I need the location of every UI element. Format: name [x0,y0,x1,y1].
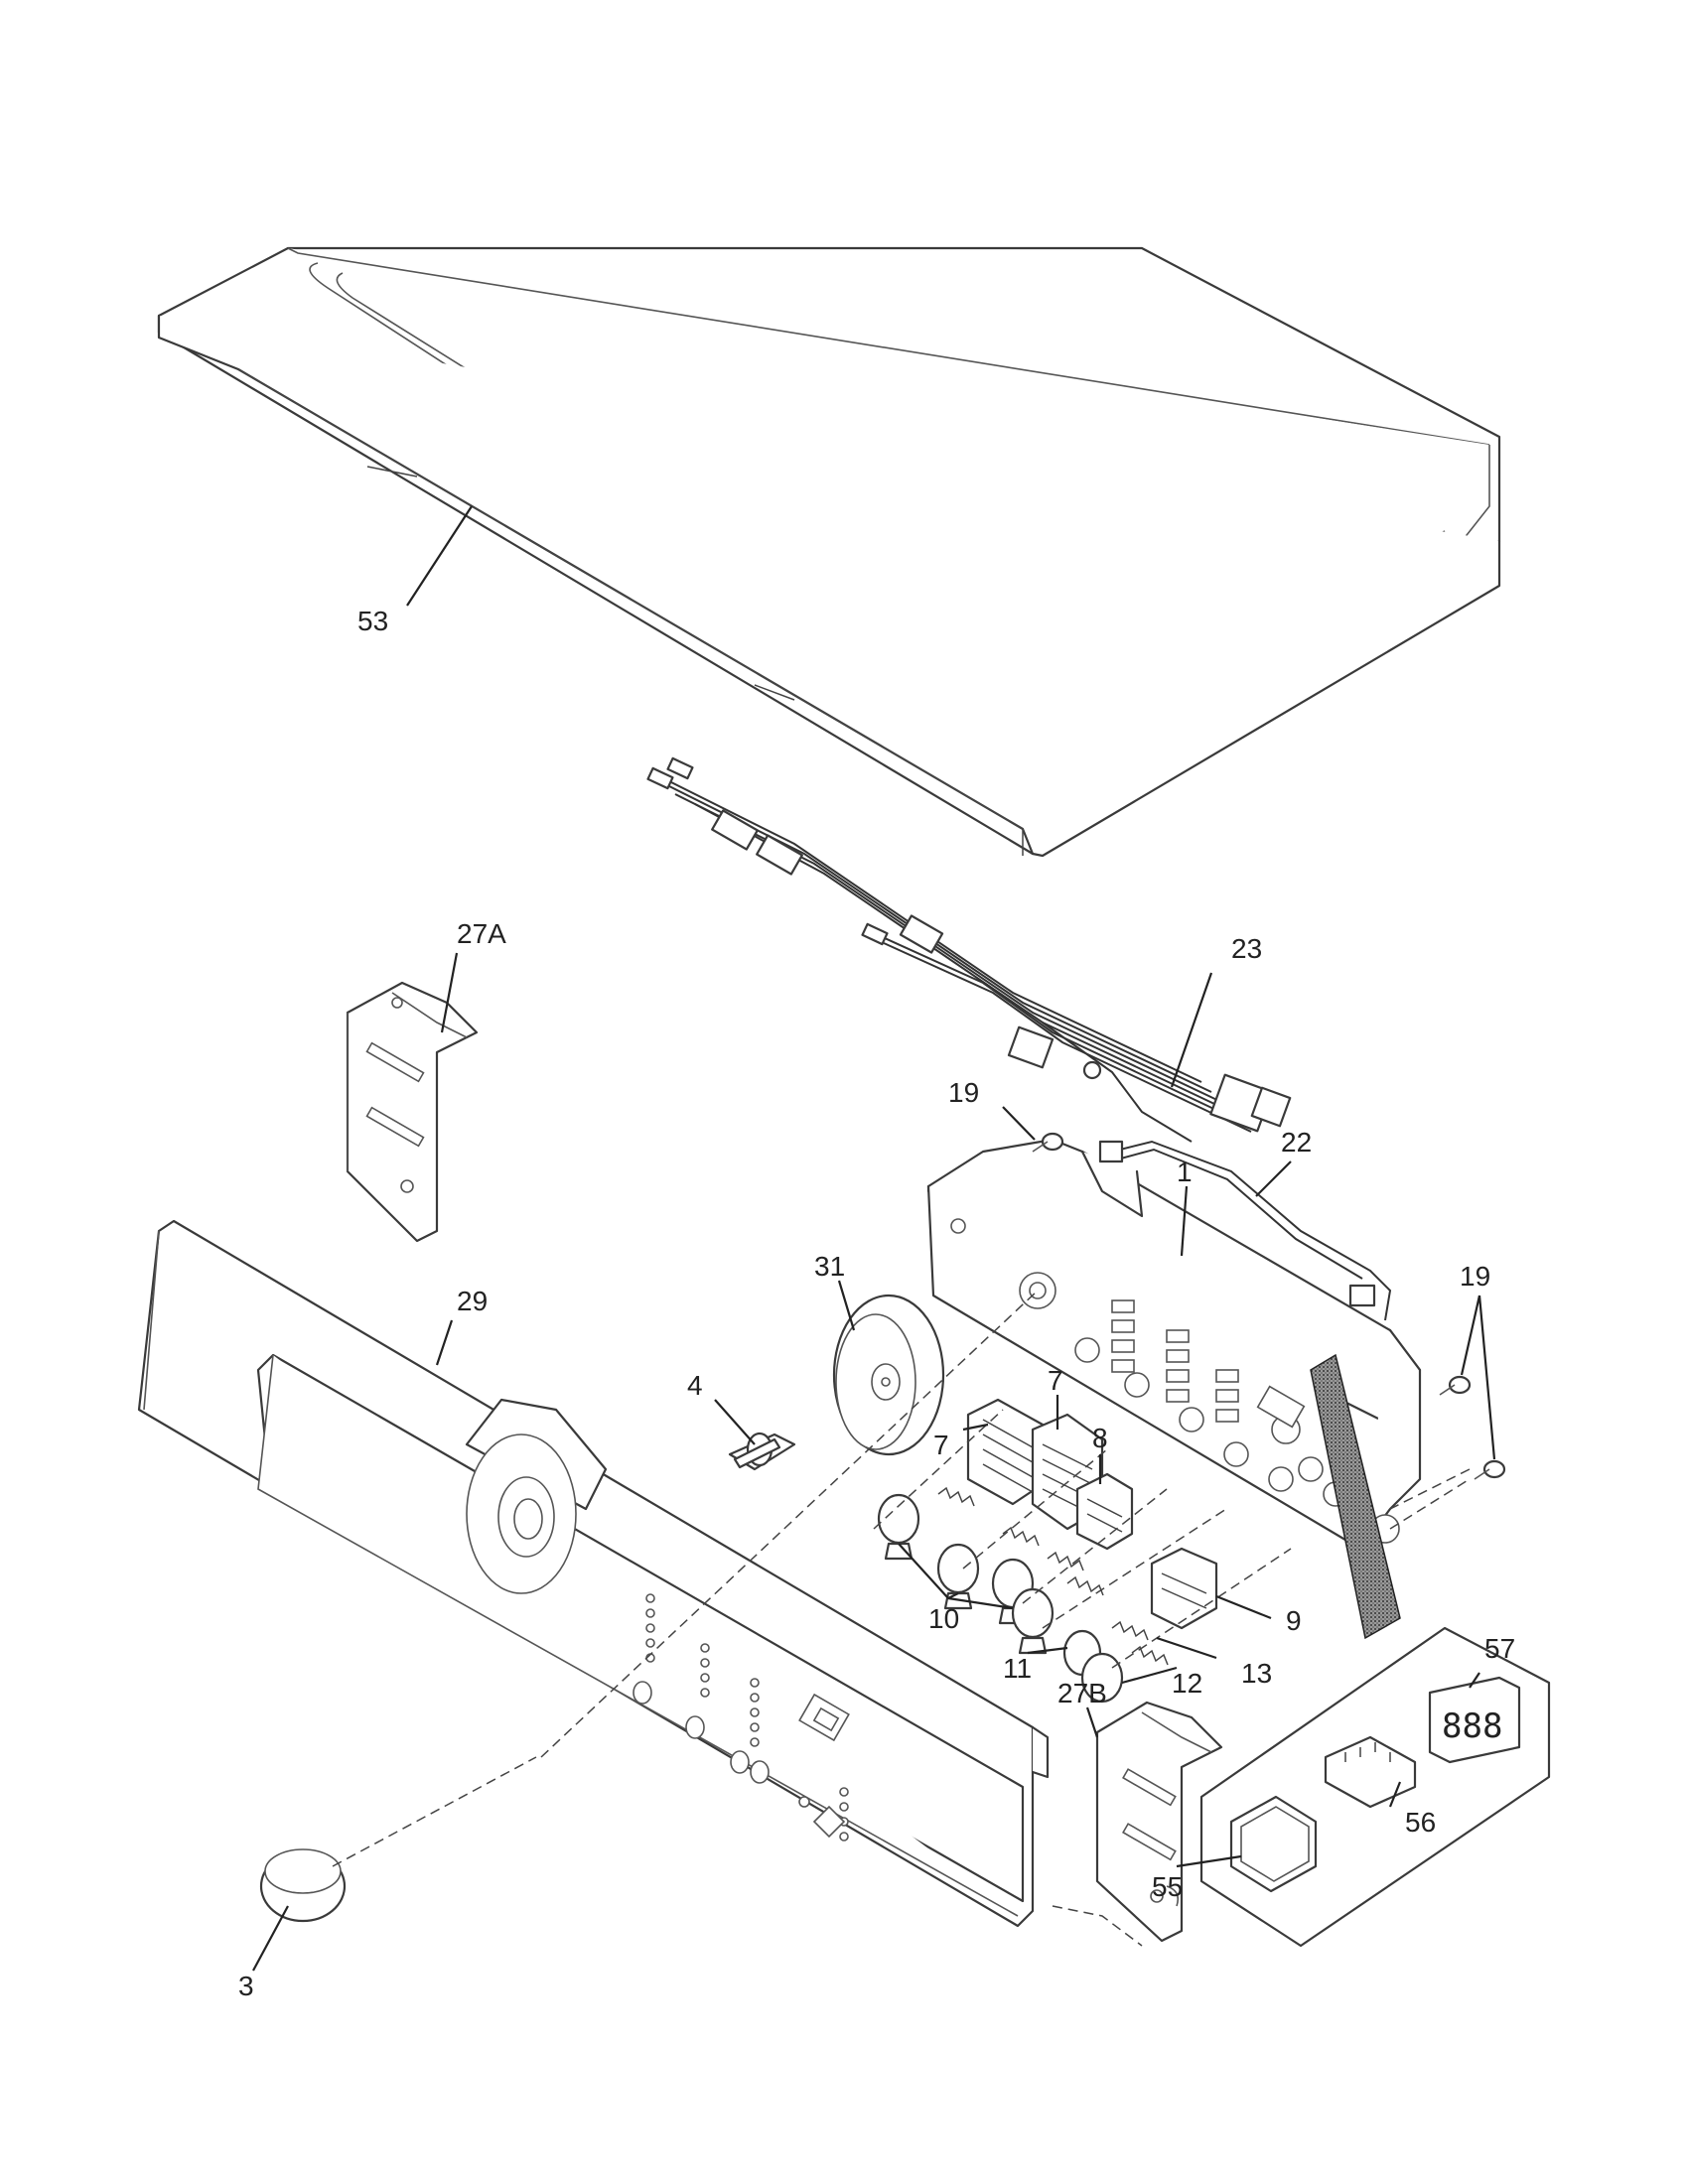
board-pins-col1 [1111,1299,1239,1423]
callout-19-top: 19 [948,1077,979,1108]
callout-11: 11 [1003,1653,1032,1684]
callout-23: 23 [1231,933,1262,964]
assembly-dashed-lines [332,1290,1471,1947]
wire-harness [646,756,1292,1143]
callout-4: 4 [687,1370,703,1401]
knob-3 [259,1848,347,1923]
callout-labels: 53 23 27A 19 22 1 19 31 29 4 7 7 8 9 10 … [238,606,1515,2001]
callout-7-left: 7 [933,1430,949,1460]
callout-7-right: 7 [1048,1365,1063,1396]
callout-8: 8 [1092,1423,1108,1453]
light-pipe-8 [1075,1472,1134,1551]
wire-22 [1098,1140,1392,1321]
button-10-cluster [877,1493,1055,1655]
callout-55: 55 [1152,1871,1183,1902]
callout-31: 31 [814,1251,845,1282]
leader-lines [252,505,1496,1972]
callout-56: 56 [1405,1807,1436,1838]
callout-10: 10 [928,1603,959,1634]
callout-22: 22 [1281,1127,1312,1158]
springs [937,1486,1169,1666]
callout-27A: 27A [457,918,506,949]
callout-57: 57 [1484,1633,1515,1664]
display-digits: 888 [1442,1706,1502,1746]
callout-3: 3 [238,1971,254,2001]
panel-indicator-dots [645,1593,849,1842]
light-pipe-9 [1150,1547,1218,1630]
screw-19-top [1032,1132,1064,1153]
display-lens-55 [1229,1795,1318,1893]
light-pipe-7a [966,1398,1045,1506]
knob-disc-31 [832,1294,945,1456]
display-module-57: 888 [1428,1676,1521,1764]
connector-clip-56 [1324,1735,1417,1809]
callout-19-right: 19 [1460,1261,1490,1292]
callout-9: 9 [1286,1605,1302,1636]
button-12 [1080,1652,1124,1704]
top-cover-panel [157,246,1501,858]
bracket-left-27A [346,981,479,1243]
bracket-right-27B [1095,1701,1223,1943]
display-detail-inset: 888 [1199,1353,1551,1948]
callout-13: 13 [1241,1658,1272,1689]
control-panel-29 [137,1219,1050,1928]
callout-1: 1 [1177,1157,1193,1187]
screw-19-right-lower [1474,1459,1506,1480]
callout-27B: 27B [1057,1678,1107,1708]
callout-12: 12 [1172,1668,1202,1699]
screw-19-right-upper [1439,1375,1472,1396]
callout-53: 53 [357,606,388,636]
callout-29: 29 [457,1286,488,1316]
shaft-4 [728,1432,796,1471]
